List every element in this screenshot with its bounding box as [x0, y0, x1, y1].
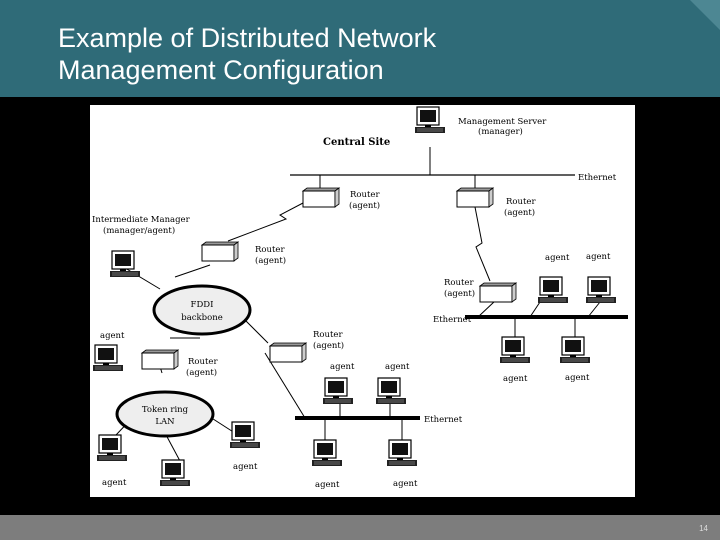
footer-bar: 14 [0, 515, 720, 540]
router-label-central-left: Router [350, 190, 380, 200]
slide-title: Example of Distributed Network Managemen… [58, 22, 436, 86]
router-role-central-left: (agent) [349, 200, 380, 211]
agent-label-r1: agent [545, 253, 570, 263]
agent-label-b3: agent [315, 480, 340, 490]
agent-pc-icon-r1 [537, 276, 569, 304]
router-icon-bottom-lan [269, 342, 307, 363]
router-label-right-lan: Router [444, 278, 474, 288]
agent-pc-icon-t1 [96, 434, 128, 462]
router-role-right-lan: (agent) [444, 288, 475, 299]
management-server-label: Management Server [458, 117, 547, 127]
router-icon-central-left [302, 187, 340, 208]
token-ring [115, 390, 215, 438]
router-icon-central-right [456, 187, 494, 208]
management-server-icon [414, 106, 446, 134]
intermediate-manager-icon [109, 250, 141, 278]
router-role-token-ring: (agent) [186, 367, 217, 378]
connection-lines [115, 147, 601, 462]
fddi-sublabel: backbone [181, 313, 222, 323]
router-role-bottom-lan: (agent) [313, 340, 344, 351]
router-label-fddi: Router [255, 245, 285, 255]
agent-pc-icon-b4 [386, 439, 418, 467]
router-icon-token-ring [141, 349, 179, 370]
router-role-central-right: (agent) [504, 207, 535, 218]
agent-pc-icon-t2 [159, 459, 191, 487]
agent-label-t1: agent [102, 478, 127, 488]
router-icon-fddi [201, 241, 239, 262]
ethernet-label-right: Ethernet [433, 315, 472, 325]
fddi-ring [152, 284, 252, 336]
agent-label-r2: agent [586, 252, 611, 262]
agent-label-r3: agent [503, 374, 528, 384]
agent-label-b2: agent [385, 362, 410, 372]
ethernet-label-bottom: Ethernet [424, 415, 463, 425]
router-label-token-ring: Router [188, 357, 218, 367]
agent-label-r4: agent [565, 373, 590, 383]
agent-pc-icon-r4 [559, 336, 591, 364]
title-corner-accent [690, 0, 720, 30]
router-role-fddi: (agent) [255, 255, 286, 266]
agent-pc-icon-b1 [322, 377, 354, 405]
router-label-bottom-lan: Router [313, 330, 343, 340]
router-icon-right-lan [479, 282, 517, 303]
agent-pc-icon-b2 [375, 377, 407, 405]
page-number: 14 [699, 524, 708, 533]
fddi-label: FDDI [191, 300, 214, 310]
central-site-label: Central Site [323, 137, 390, 148]
token-ring-label: Token ring [142, 405, 189, 415]
slide-title-line-1: Example of Distributed Network [58, 23, 437, 53]
router-label-central-right: Router [506, 197, 536, 207]
intermediate-manager-label: Intermediate Manager [92, 215, 191, 225]
agent-label-b1: agent [330, 362, 355, 372]
agent-label-f1: agent [100, 331, 125, 341]
management-server-role: (manager) [478, 126, 523, 137]
agent-pc-icon-b3 [311, 439, 343, 467]
intermediate-manager-role: (manager/agent) [103, 225, 175, 236]
token-ring-sublabel: LAN [155, 417, 175, 427]
agent-pc-icon-r2 [585, 276, 617, 304]
ethernet-label-central: Ethernet [578, 173, 617, 183]
agent-pc-icon-t3 [229, 421, 261, 449]
slide-title-line-2: Management Configuration [58, 55, 384, 85]
agent-label-t3: agent [233, 462, 258, 472]
agent-pc-icon-f1 [92, 344, 124, 372]
agent-pc-icon-r3 [499, 336, 531, 364]
title-bar: Example of Distributed Network Managemen… [0, 0, 720, 97]
agent-label-b4: agent [393, 479, 418, 489]
network-diagram: FDDI backbone Token ring LAN Management … [90, 105, 635, 497]
